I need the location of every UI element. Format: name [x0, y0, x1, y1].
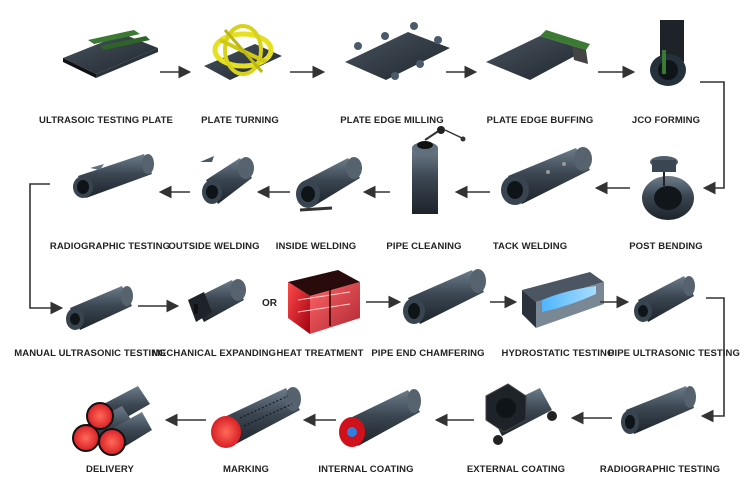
inside-weld-pipe-icon: [296, 157, 362, 212]
tack-weld-pipe-icon: [501, 147, 592, 205]
step-label: MANUAL ULTRASONIC TESTING: [14, 348, 166, 359]
or-label: OR: [262, 298, 277, 309]
step-label: EXTERNAL COATING: [466, 464, 566, 475]
xray-pipe-icon: [621, 386, 696, 434]
ut-pipe-icon: [634, 276, 695, 322]
step-label: PIPE ULTRASONIC TESTING: [608, 348, 740, 359]
step-label: PIPE CLEANING: [386, 241, 462, 252]
step-label: INSIDE WELDING: [275, 241, 357, 252]
internal-coat-pipe-icon: [339, 389, 421, 447]
vertical-pipe-icon: [412, 126, 466, 214]
step-label: MECHANICAL EXPANDING: [151, 348, 277, 359]
arrow-down-connector: [700, 81, 725, 195]
step-label: RADIOGRAPHIC TESTING: [599, 464, 721, 475]
step-label: POST BENDING: [629, 241, 703, 252]
outside-weld-pipe-icon: [200, 156, 254, 204]
milling-plate-icon: [345, 22, 450, 80]
step-label: RADIOGRAPHIC TESTING: [49, 241, 171, 252]
xray-pipe-icon: [73, 154, 154, 198]
expander-pipe-icon: [188, 279, 246, 322]
step-label: DELIVERY: [86, 464, 134, 475]
flat-plate-icon: [63, 30, 158, 78]
flow-arrows: [29, 65, 725, 427]
step-label: ULTRASOIC TESTING PLATE: [39, 115, 173, 126]
jco-press-icon: [650, 20, 686, 86]
step-label: PIPE END CHAMFERING: [371, 348, 485, 359]
step-label: PLATE EDGE BUFFING: [486, 115, 594, 126]
step-label: HEAT TREATMENT: [276, 348, 364, 359]
coating-machine-icon: [485, 383, 557, 445]
step-label: HYDROSTATIC TESTING: [501, 348, 615, 359]
buffing-plate-icon: [486, 30, 590, 80]
step-label: MARKING: [222, 464, 270, 475]
ultrasonic-pipe-icon: [66, 286, 133, 330]
step-label: PLATE TURNING: [201, 115, 279, 126]
furnace-icon: [288, 270, 360, 334]
step-label: OUTSIDE WELDING: [168, 241, 260, 252]
hydro-tank-icon: [522, 272, 604, 328]
step-label: INTERNAL COATING: [318, 464, 414, 475]
turning-fixture-icon: [204, 24, 282, 80]
step-label: JCO FORMING: [631, 115, 701, 126]
arrow-down-connector: [700, 297, 725, 423]
chamfer-pipe-icon: [403, 269, 486, 324]
step-label: PLATE EDGE MILLING: [340, 115, 444, 126]
arrow-down-connector: [29, 183, 64, 315]
marked-pipe-icon: [211, 387, 301, 448]
step-label: TACK WELDING: [492, 241, 568, 252]
bending-rollers-icon: [642, 156, 694, 220]
pipe-stack-icon: [72, 386, 152, 456]
